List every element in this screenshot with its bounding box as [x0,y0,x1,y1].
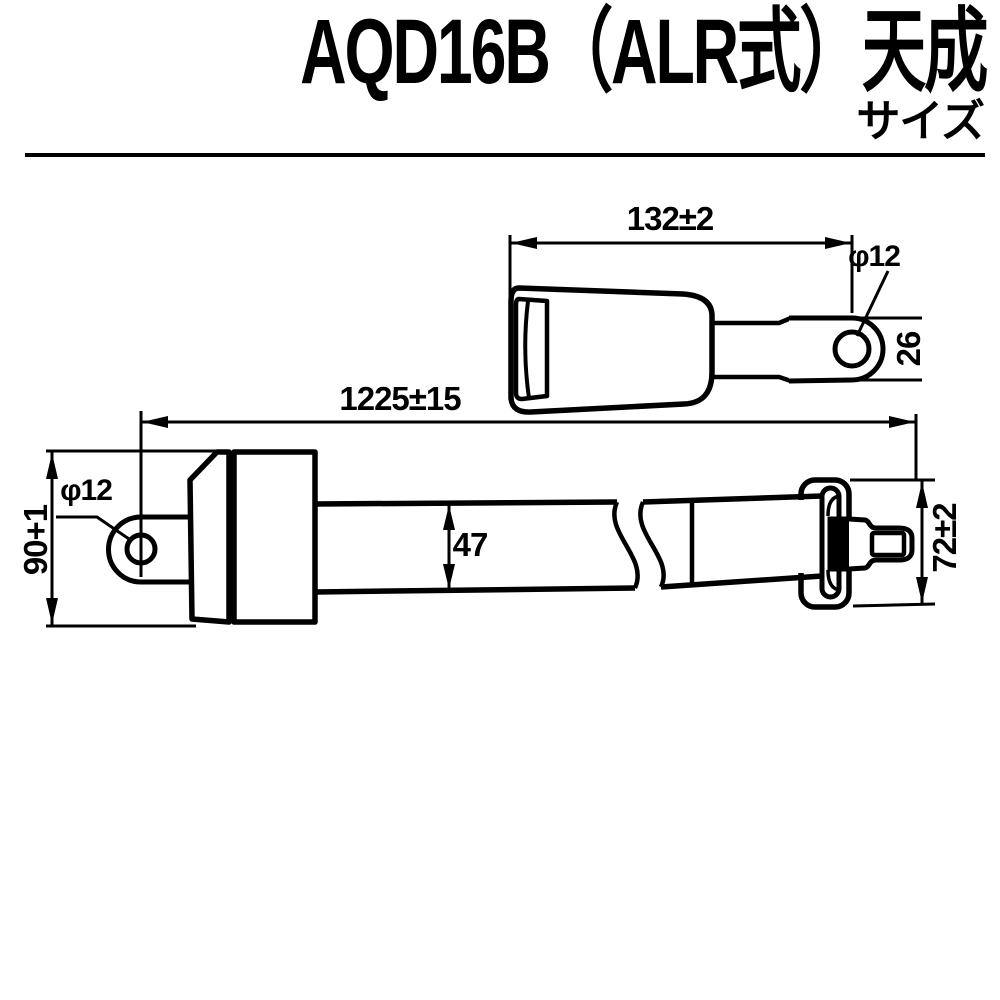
webbing-overlap-patch [795,500,821,573]
dim-label-phi12-top: φ12 [848,240,900,273]
webbing-break-lines [612,501,666,589]
buckle-body [508,285,715,415]
buckle-neck-outline [710,315,792,384]
dim-label-phi12-bottom: φ12 [60,474,112,507]
bottom-view-drawing: 1225±15 90+1 φ12 47 [17,380,963,628]
hole-label-bottom: φ12 [56,474,133,543]
webbing-right-segment [642,493,823,590]
dim-label-90: 90+1 [17,504,54,575]
buckle-front-face [513,296,550,402]
webbing-wrap-black [827,516,850,572]
page-subtitle: サイズ [856,97,985,146]
hole-label-top: φ12 [848,240,901,337]
webbing-left-segment [314,499,636,595]
buckle-face-curve [523,300,531,399]
webbing-slot-wrap-lines [826,494,841,592]
dim-label-132: 132±2 [627,200,714,237]
eye-hole [832,329,872,369]
dimension-47: 47 [443,504,488,590]
dim-label-1225: 1225±15 [339,380,461,417]
dimension-26: 26 [854,316,927,382]
dimension-90: 90+1 [17,449,217,628]
dim-label-47: 47 [453,526,488,563]
retractor-side-piece [187,449,232,625]
dimension-132: 132±2 [508,200,854,313]
dim-label-72: 72±2 [926,503,963,573]
dimension-72: 72±2 [850,478,963,608]
header-divider [25,153,985,157]
dim-label-26: 26 [890,331,927,366]
retractor-body [231,449,318,625]
top-view-drawing: 132±2 φ12 26 [508,200,927,415]
page-title: AQD16B（ALR式）天成 [299,1,988,103]
tongue-slot-hole [869,530,907,558]
dimension-1225: 1225±15 [139,380,918,577]
